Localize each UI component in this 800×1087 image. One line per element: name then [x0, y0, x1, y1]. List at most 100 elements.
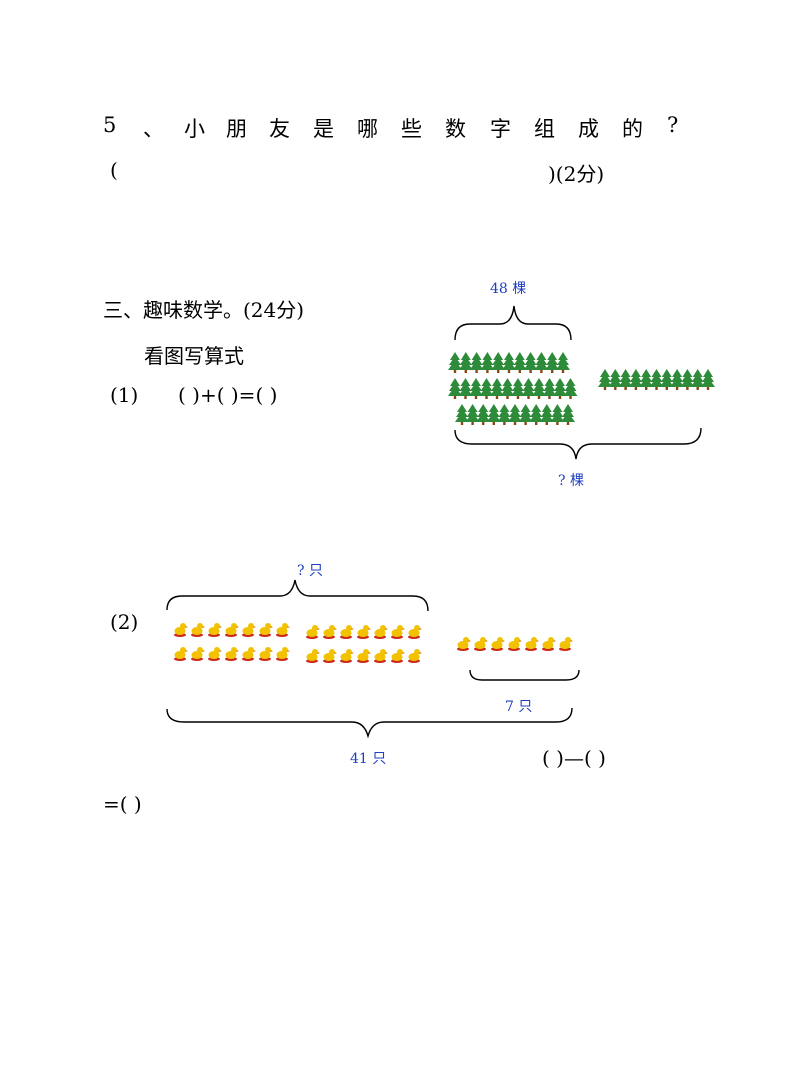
- tree-icon: [455, 404, 469, 425]
- brace-top-48: [454, 305, 572, 341]
- problem-2-label-bottom: 41 只: [350, 751, 387, 767]
- chick-icon: [174, 623, 188, 637]
- tree-icon: [598, 369, 612, 390]
- problem-1-label-bottom: ? 棵: [558, 473, 584, 489]
- q5-char: 数: [445, 117, 466, 141]
- chick-icon: [340, 625, 354, 639]
- q5-char: 小: [184, 117, 205, 141]
- tree-icon: [458, 352, 473, 373]
- tree-icon: [469, 352, 484, 373]
- chick-icon: [225, 623, 239, 637]
- tree-icon: [561, 404, 575, 425]
- chick-icon: [457, 637, 471, 651]
- tree-icon: [469, 378, 483, 399]
- tree-icon: [690, 369, 705, 390]
- q5-char: 、: [143, 117, 164, 141]
- chick-icon: [174, 647, 188, 661]
- chick-icon: [259, 647, 273, 661]
- tree-icon: [670, 369, 685, 390]
- brace-top-question: [166, 579, 429, 612]
- tree-icon: [448, 352, 462, 373]
- tree-icon: [618, 369, 633, 390]
- tree-icon: [680, 369, 695, 390]
- chick-icon: [408, 625, 422, 639]
- tree-icon: [628, 369, 643, 390]
- q5-char: 朋: [226, 117, 247, 141]
- chick-icon: [208, 623, 222, 637]
- chick-icon: [225, 647, 239, 661]
- brace-bottom-total: [454, 427, 702, 460]
- chick-icon: [306, 625, 320, 639]
- tree-icon: [465, 404, 480, 425]
- q5-char: 哪: [357, 117, 378, 141]
- tree-icon: [490, 378, 504, 399]
- tree-icon: [532, 378, 546, 399]
- q5-answer-left-paren: (: [110, 158, 118, 182]
- tree-icon: [550, 404, 565, 425]
- chick-icon: [276, 647, 290, 661]
- section-3-subtitle: 看图写算式: [144, 344, 244, 368]
- tree-icon: [491, 352, 506, 373]
- q5-char: 友: [269, 117, 290, 141]
- problem-1-label-top: 48 棵: [490, 281, 527, 297]
- tree-icon: [521, 378, 536, 399]
- chick-icon: [191, 623, 205, 637]
- chick-icon: [191, 647, 205, 661]
- chick-icon: [508, 637, 522, 651]
- chick-icon: [259, 623, 273, 637]
- tree-icon: [649, 369, 664, 390]
- section-3-title: 三、趣味数学。(24分): [103, 298, 305, 322]
- chick-icon: [374, 649, 388, 663]
- chick-icon: [323, 625, 337, 639]
- tree-icon: [502, 352, 516, 373]
- problem-2-equation-right: ( )—( ): [542, 746, 606, 770]
- chick-icon: [374, 625, 388, 639]
- chick-icon: [306, 649, 320, 663]
- tree-icon: [480, 352, 495, 373]
- chick-icon: [559, 637, 573, 651]
- tree-icon: [448, 378, 462, 399]
- brace-small-7: [469, 669, 580, 681]
- tree-icon: [701, 369, 715, 390]
- tree-icon: [486, 404, 501, 425]
- tree-icon: [508, 404, 522, 425]
- problem-2-number: (2): [110, 610, 139, 634]
- problem-1-equation: ( )+( )=( ): [178, 383, 278, 407]
- tree-icon: [511, 378, 525, 399]
- tree-icon: [553, 378, 567, 399]
- chick-icon: [408, 649, 422, 663]
- chick-icon: [357, 625, 371, 639]
- brace-bottom-41: [166, 707, 573, 739]
- q5-char: 5: [103, 113, 117, 137]
- chick-icon: [391, 649, 405, 663]
- q5-char: 组: [534, 117, 555, 141]
- tree-icon: [500, 378, 515, 399]
- tree-icon: [529, 404, 544, 425]
- q5-char: 字: [490, 117, 511, 141]
- tree-icon: [545, 352, 560, 373]
- tree-icon: [497, 404, 512, 425]
- q5-char: 是: [313, 117, 334, 141]
- problem-2-label-small: 7 只: [505, 699, 533, 715]
- tree-icon: [476, 404, 491, 425]
- tree-icon: [542, 378, 557, 399]
- chick-icon: [323, 649, 337, 663]
- tree-icon: [523, 352, 538, 373]
- tree-group: [448, 352, 715, 425]
- problem-1-number: (1): [110, 383, 139, 407]
- tree-icon: [518, 404, 533, 425]
- tree-icon: [539, 404, 554, 425]
- tree-icon: [512, 352, 527, 373]
- tree-icon: [556, 352, 570, 373]
- chick-group: [174, 623, 573, 663]
- q5-char: 些: [401, 117, 422, 141]
- tree-icon: [479, 378, 494, 399]
- chick-icon: [357, 649, 371, 663]
- problem-2-label-top: ? 只: [297, 563, 323, 579]
- tree-icon: [534, 352, 549, 373]
- chick-icon: [474, 637, 488, 651]
- tree-icon: [563, 378, 578, 399]
- tree-icon: [458, 378, 473, 399]
- chick-icon: [340, 649, 354, 663]
